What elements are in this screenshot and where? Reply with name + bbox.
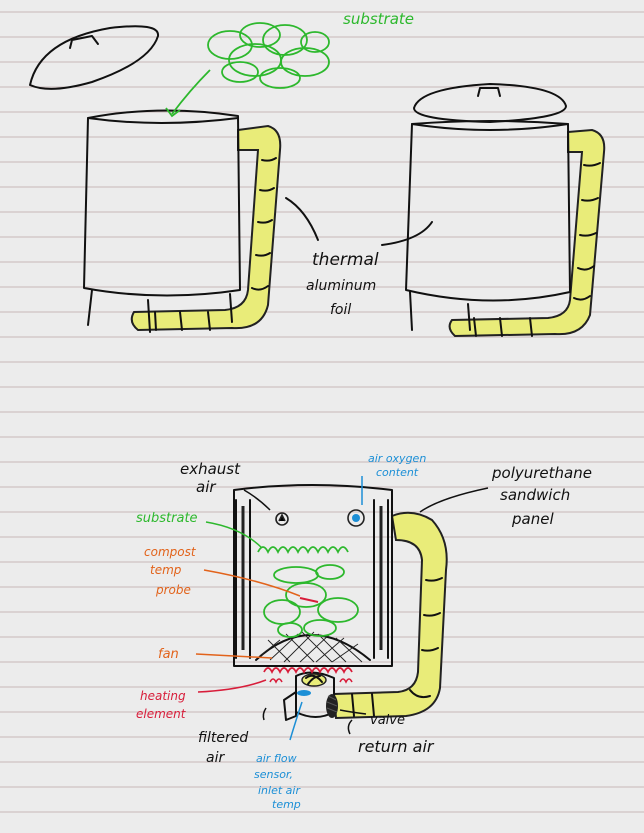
label-probe: probe [155, 583, 191, 597]
label-sandwich: sandwich [500, 486, 570, 504]
label-heating: heating [140, 689, 186, 703]
label-oxygen-content: content [376, 466, 419, 479]
thermal-foil-pipe-right [450, 130, 605, 336]
label-temp: temp [150, 563, 182, 577]
label-element: element [136, 707, 187, 721]
thermal-foil-leaders [286, 198, 432, 245]
label-substrate-top: substrate [343, 10, 414, 28]
label-compost: compost [144, 545, 197, 559]
thermal-foil-pipe-left [132, 126, 281, 330]
label-inlet-temp: temp [272, 798, 301, 811]
label-filtered: filtered [198, 730, 248, 746]
label-polyurethane: polyurethane [491, 464, 592, 482]
open-container [84, 110, 280, 332]
label-exhaust: exhaust [180, 460, 241, 478]
closed-container [406, 84, 604, 336]
label-inlet-air: inlet air [258, 784, 301, 797]
label-fan: fan [158, 647, 179, 662]
cross-section-container [234, 485, 447, 720]
label-exhaust-air: air [196, 478, 216, 496]
lid-removed [30, 26, 158, 89]
label-foil: foil [330, 302, 351, 318]
label-panel: panel [511, 510, 554, 528]
label-air-flow: air flow [256, 752, 297, 765]
label-thermal: thermal [312, 250, 379, 270]
label-valve: valve [370, 713, 405, 728]
label-substrate-bottom: substrate [136, 511, 198, 526]
label-aluminum: aluminum [306, 278, 376, 294]
ruled-lines [0, 12, 644, 812]
label-sensor: sensor, [254, 768, 293, 781]
label-air-oxygen: air oxygen [368, 452, 426, 465]
label-return-air: return air [358, 737, 435, 756]
label-filtered-air: air [206, 750, 225, 766]
